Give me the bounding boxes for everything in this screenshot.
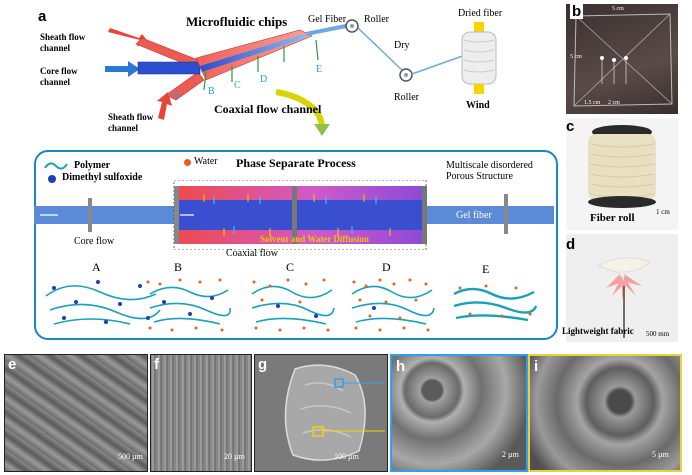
panel-b-dim-left: 5 cm: [570, 54, 582, 60]
panel-b-dim-b1: 1.5 cm: [584, 100, 601, 106]
stage-label-c: C: [286, 260, 295, 274]
station-label-d: D: [260, 74, 268, 85]
stage-a-schematic: [45, 280, 161, 325]
panel-c-letter: c: [566, 118, 575, 135]
station-label-e: E: [316, 64, 323, 75]
flow-curve-arrow: [275, 89, 325, 129]
panel-d-letter: d: [566, 236, 576, 253]
stage-schematics: [45, 278, 538, 332]
panel-d-scale: 500 mm: [646, 330, 670, 338]
panel-h-letter: h: [396, 358, 406, 375]
sheath-inlet-arrow-bottom: [157, 92, 172, 120]
panel-b-dim-b2: 2 cm: [608, 100, 620, 106]
panel-b-dim-top: 5 cm: [612, 6, 624, 12]
gel-fiber-process-label: Gel fiber: [456, 210, 492, 221]
panel-h-scale: 2 µm: [502, 450, 519, 459]
dried-fiber-label: Dried fiber: [458, 8, 503, 19]
process-title: Phase Separate Process: [236, 156, 356, 170]
legend-dmso: Dimethyl sulfoxide: [62, 172, 143, 183]
legend-water-icon: [184, 159, 191, 166]
panel-b-photo: [566, 4, 678, 114]
panel-f-sem: [150, 354, 252, 472]
gel-fiber-line: [305, 24, 347, 36]
station-label-c: C: [234, 80, 241, 91]
panel-h-sem: [390, 354, 528, 472]
stage-label-a: A: [92, 260, 101, 274]
legend-polymer-icon: [44, 162, 68, 170]
station-label-a: A: [172, 90, 180, 101]
process-box: [34, 150, 558, 340]
stage-b-schematic: [146, 278, 231, 332]
legend-polymer: Polymer: [74, 160, 111, 171]
panel-g-sem: [254, 354, 388, 472]
panel-d-photo: [566, 234, 678, 342]
panel-e-letter: e: [8, 356, 17, 373]
porous-structure-label: Multiscale disordered Porous Structure: [446, 160, 533, 182]
stage-label-d: D: [382, 260, 391, 274]
stage-label-b: B: [174, 260, 183, 274]
lightweight-fabric-caption: Lightweight fabric: [562, 326, 634, 336]
gel-fiber-label: Gel Fiber: [308, 14, 347, 25]
stage-c-schematic: [251, 278, 335, 332]
panel-a-letter: a: [38, 8, 47, 25]
panel-i-sem: [528, 354, 682, 472]
core-flow-process-label: Core flow: [74, 236, 115, 247]
fiber-roll-caption: Fiber roll: [590, 212, 635, 224]
roller-bottom-label: Roller: [394, 92, 419, 103]
core-flow-label: Core flow channel: [40, 66, 78, 87]
panel-f-letter: f: [154, 356, 159, 373]
sheath-branch-bottom: [165, 71, 205, 101]
station-label-b: B: [208, 86, 215, 97]
dried-fiber-bobbin: [461, 22, 497, 94]
dry-label: Dry: [394, 40, 410, 51]
core-inlet-arrow: [105, 61, 140, 77]
roller-top-label: Roller: [364, 14, 389, 25]
stage-d-schematic: [351, 278, 435, 332]
core-channel: [137, 61, 201, 75]
legend-dmso-icon: [48, 175, 56, 183]
panel-c-scale: 1 cm: [656, 208, 670, 216]
panel-g-letter: g: [258, 356, 268, 373]
stage-e-schematic: [453, 284, 538, 322]
microfluidic-chip-diagram: [105, 19, 497, 136]
panel-i-scale: 5 µm: [652, 450, 669, 459]
sheath-flow-bottom-label: Sheath flow channel: [108, 112, 154, 133]
coaxial-channel-label: Coaxial flow channel: [214, 102, 322, 116]
panel-e-sem: [4, 354, 148, 472]
coaxial-core-stream: [200, 34, 306, 72]
sheath-flow-top-label: Sheath flow channel: [40, 32, 86, 53]
panel-f-scale: 20 µm: [224, 452, 245, 461]
panel-i-letter: i: [534, 358, 539, 375]
panel-g-scale: 100 µm: [334, 452, 359, 461]
stage-label-e: E: [482, 262, 490, 276]
wind-label: Wind: [466, 100, 490, 111]
coaxial-flow-label: Coaxial flow: [226, 248, 278, 259]
microfluidic-title: Microfluidic chips: [186, 14, 288, 29]
panel-c-photo: [566, 118, 678, 230]
panel-b-letter: b: [570, 3, 584, 20]
panel-e-scale: 500 µm: [118, 452, 143, 461]
diffusion-label: Solvent and Water Diffusion: [260, 234, 369, 244]
phase-separation-tube: [34, 180, 554, 250]
legend-water: Water: [194, 156, 218, 167]
